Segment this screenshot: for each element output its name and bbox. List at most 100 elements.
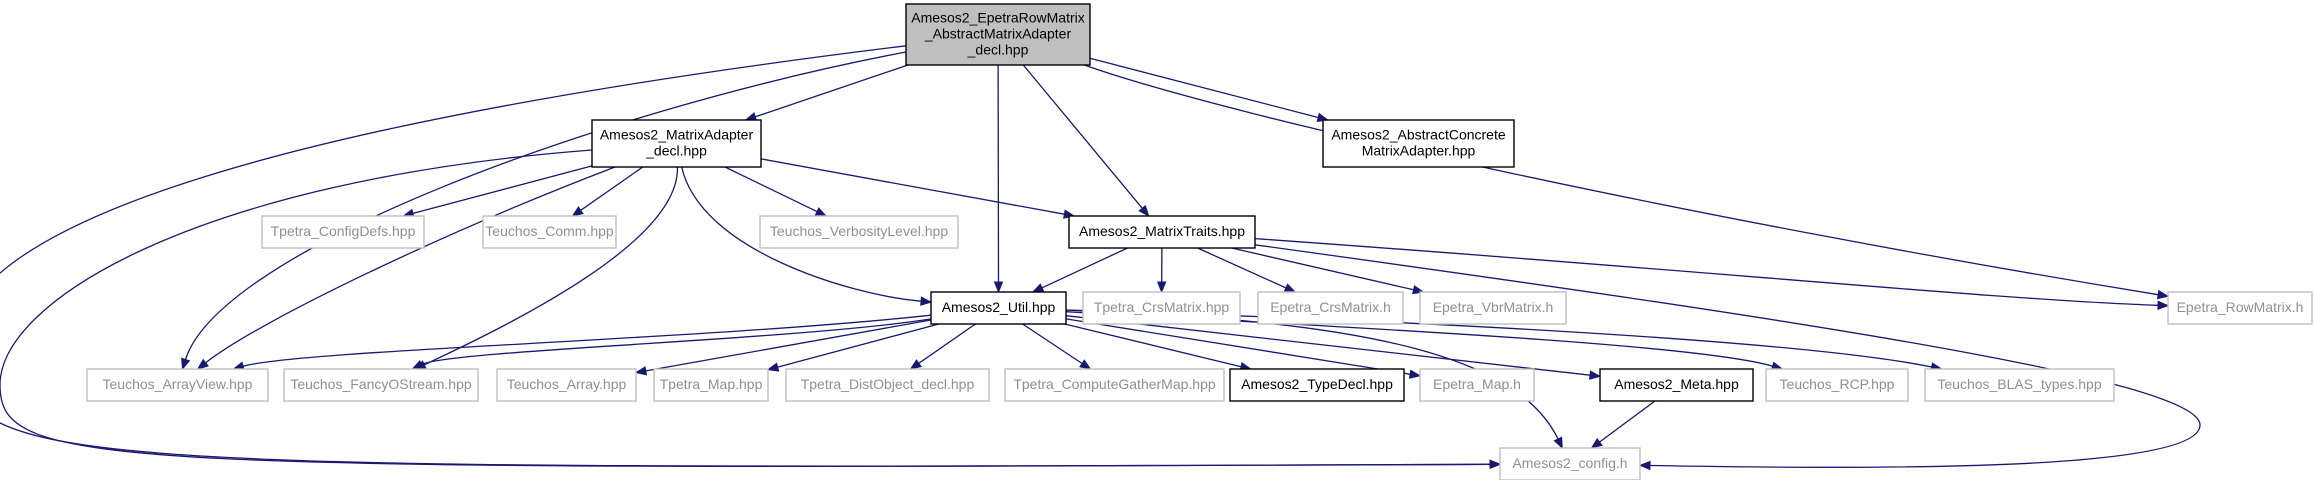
arrowhead — [1590, 437, 1603, 449]
edge-line — [421, 318, 932, 366]
edge-matrix-adapter-decl-to-util — [681, 166, 933, 306]
node-label-line: Amesos2_MatrixTraits.hpp — [1079, 223, 1245, 239]
node-box — [759, 215, 959, 249]
edge-matrix-adapter-decl-to-teuchos-comm — [571, 166, 644, 217]
node-amesos2-config: Amesos2_config.h — [1499, 447, 1641, 480]
node-matrix-adapter-decl[interactable]: Amesos2_MatrixAdapter_decl.hpp — [591, 119, 762, 168]
edge-root-to-epetra-rowmatrix — [1084, 64, 2170, 300]
node-tpetra-configdefs: Tpetra_ConfigDefs.hpp — [261, 215, 425, 249]
arrowhead — [2156, 289, 2170, 300]
arrowhead — [1138, 204, 1150, 218]
node-box — [86, 368, 269, 402]
node-box — [1419, 368, 1535, 402]
edge-line — [1041, 247, 1128, 289]
node-box — [1765, 368, 1909, 402]
edge-line — [205, 166, 616, 364]
edge-line — [1231, 247, 1414, 291]
node-label-line: MatrixAdapter.hpp — [1362, 143, 1476, 159]
node-label-line: Teuchos_FancyOStream.hpp — [290, 376, 472, 392]
edge-util-to-teuchos-array — [634, 319, 932, 376]
edge-util-to-amesos2-typedecl — [1064, 323, 1253, 372]
node-root[interactable]: Amesos2_EpetraRowMatrix_AbstractMatrixAd… — [905, 3, 1091, 66]
node-label-line: Amesos2_TypeDecl.hpp — [1241, 376, 1393, 392]
edge-line — [184, 51, 907, 360]
arrowhead — [1156, 281, 1167, 294]
node-label-line: Teuchos_VerbosityLevel.hpp — [770, 223, 948, 239]
edge-root-to-amesos2-config — [0, 45, 1502, 470]
edge-matrix-adapter-decl-to-teuchos-arrayview — [196, 166, 616, 370]
edge-matrix-adapter-decl-to-matrix-traits — [760, 158, 1076, 219]
nodes: Amesos2_EpetraRowMatrix_AbstractMatrixAd… — [86, 3, 2313, 480]
edge-root-to-teuchos-arrayview — [181, 51, 907, 371]
edge-line — [0, 149, 1491, 468]
arrowhead — [1589, 370, 1602, 380]
node-box — [905, 3, 1091, 66]
node-tpetra-map: Tpetra_Map.hpp — [653, 368, 769, 402]
arrowhead — [1489, 459, 1502, 470]
arrowhead — [1553, 436, 1563, 450]
node-epetra-vbrmatrix: Epetra_VbrMatrix.h — [1419, 291, 1567, 325]
node-amesos2-typedecl[interactable]: Amesos2_TypeDecl.hpp — [1229, 368, 1405, 402]
arrowhead — [181, 357, 191, 371]
edge-util-to-amesos2-meta — [1065, 315, 1602, 380]
node-label-line: Amesos2_EpetraRowMatrix — [911, 10, 1085, 26]
node-teuchos-verbositylevel: Teuchos_VerbosityLevel.hpp — [759, 215, 959, 249]
node-label-line: Teuchos_RCP.hpp — [1780, 376, 1895, 392]
node-epetra-crsmatrix: Epetra_CrsMatrix.h — [1257, 291, 1404, 325]
edge-line — [760, 158, 1065, 215]
node-box — [1004, 368, 1225, 402]
node-util[interactable]: Amesos2_Util.hpp — [930, 291, 1067, 325]
arrowhead — [1031, 283, 1045, 293]
edge-matrix-adapter-decl-to-amesos2-config — [0, 149, 1502, 470]
arrowhead — [196, 358, 209, 370]
node-label-line: _decl.hpp — [967, 42, 1029, 58]
edge-line — [1254, 237, 2159, 306]
edge-amesos2-meta-to-amesos2-config — [1590, 400, 1656, 449]
edge-matrix-traits-to-epetra-rowmatrix — [1254, 237, 2170, 311]
node-box — [591, 119, 762, 168]
edge-line — [1064, 323, 1242, 368]
node-matrix-traits[interactable]: Amesos2_MatrixTraits.hpp — [1068, 215, 1256, 249]
node-tpetra-crsmatrix: Tpetra_CrsMatrix.hpp — [1082, 291, 1241, 325]
edge-root-to-matrix-adapter-decl — [744, 64, 909, 122]
edge-line — [1065, 318, 1411, 375]
node-amesos2-meta[interactable]: Amesos2_Meta.hpp — [1599, 368, 1754, 402]
node-label-line: Epetra_Map.h — [1433, 376, 1521, 392]
edge-util-to-teuchos-fancyostream — [411, 318, 932, 370]
node-epetra-rowmatrix: Epetra_RowMatrix.h — [2167, 291, 2313, 325]
node-label-line: Teuchos_Comm.hpp — [485, 223, 614, 239]
edge-util-to-tpetra-map — [766, 323, 939, 372]
node-box — [1322, 119, 1515, 168]
node-label-line: Amesos2_Util.hpp — [942, 299, 1056, 315]
node-label-line: Tpetra_DistObject_decl.hpp — [801, 376, 975, 392]
node-teuchos-fancyostream: Teuchos_FancyOStream.hpp — [283, 368, 479, 402]
node-box — [1068, 215, 1256, 249]
node-label-line: Tpetra_ConfigDefs.hpp — [271, 223, 416, 239]
edge-util-to-tpetra-distobject-decl — [909, 323, 976, 370]
edge-matrix-traits-to-util — [1031, 247, 1128, 293]
node-teuchos-blas-types: Teuchos_BLAS_types.hpp — [1924, 368, 2115, 402]
edge-matrix-adapter-decl-to-teuchos-verbositylevel — [724, 166, 828, 217]
node-label-line: Epetra_RowMatrix.h — [2177, 299, 2304, 315]
node-box — [496, 368, 637, 402]
node-box — [785, 368, 990, 402]
node-label-line: Amesos2_Meta.hpp — [1614, 376, 1739, 392]
edge-matrix-traits-to-amesos2-config — [1254, 244, 2201, 471]
edge-matrix-traits-to-epetra-crsmatrix — [1197, 247, 1297, 293]
node-label-line: Teuchos_BLAS_types.hpp — [1937, 376, 2101, 392]
node-box — [1599, 368, 1754, 402]
node-label-line: Epetra_VbrMatrix.h — [1433, 299, 1554, 315]
edge-util-to-epetra-map — [1065, 318, 1422, 379]
arrowhead — [634, 366, 648, 376]
node-label-line: _AbstractMatrixAdapter — [924, 26, 1072, 42]
edge-line — [681, 166, 922, 302]
node-label-line: _decl.hpp — [645, 143, 707, 159]
node-abstract-concrete[interactable]: Amesos2_AbstractConcreteMatrixAdapter.hp… — [1322, 119, 1515, 168]
arrowhead — [909, 359, 922, 370]
node-label-line: Teuchos_Array.hpp — [507, 376, 627, 392]
arrowhead — [814, 207, 828, 217]
arrowhead — [993, 281, 1004, 294]
edge-line — [645, 319, 932, 372]
edge-line — [1022, 64, 1143, 209]
